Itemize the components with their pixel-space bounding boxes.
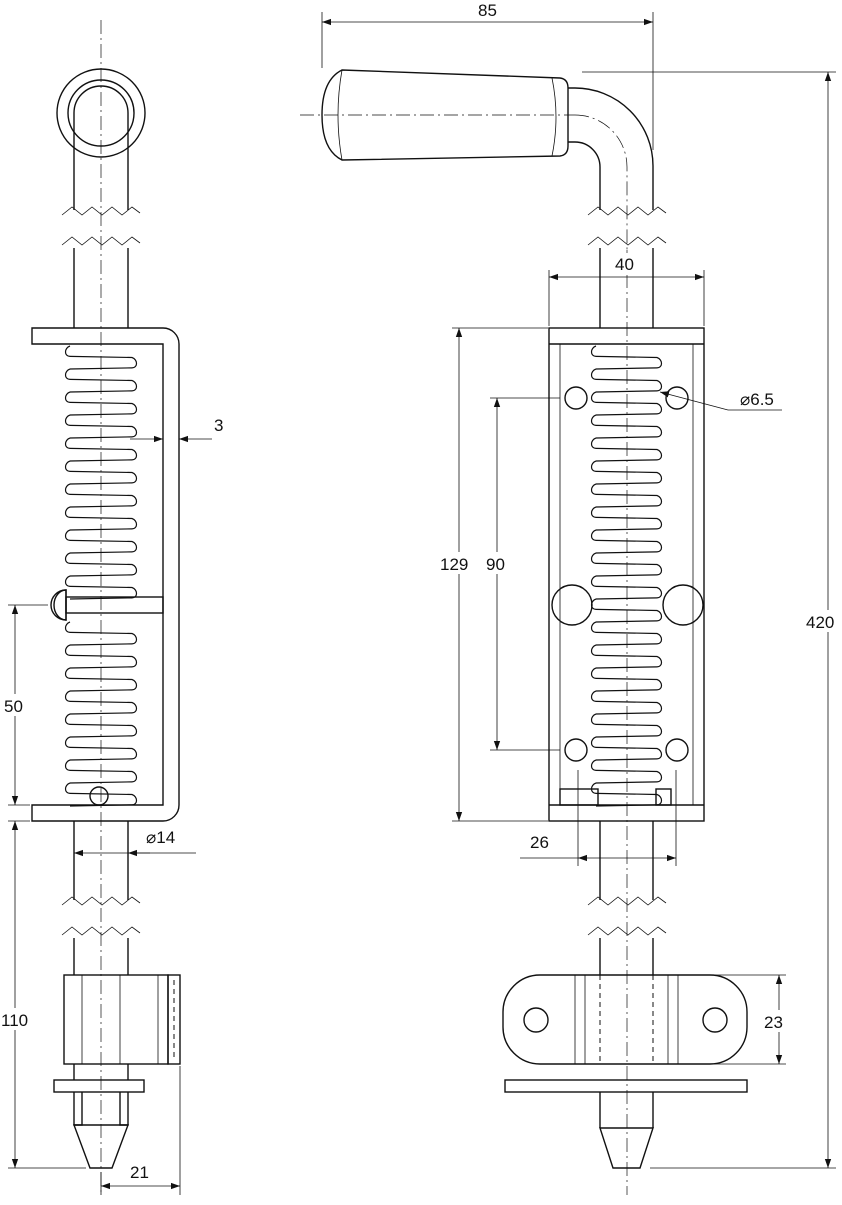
spring-coil — [64, 391, 138, 416]
keeper-front — [502, 974, 748, 1065]
dim-mount-width: 40 — [615, 255, 634, 274]
spring-coil — [590, 506, 663, 531]
rod-bend-inner — [568, 141, 601, 210]
dim-body-length: 129 — [440, 555, 468, 574]
lock-hole — [89, 786, 109, 806]
break-line — [587, 236, 667, 246]
break-line — [587, 926, 667, 936]
spring-coil — [590, 690, 663, 715]
spring-coil — [590, 345, 663, 370]
spring-coil — [64, 460, 138, 485]
spring-coil — [64, 690, 138, 715]
spring-coil — [590, 529, 663, 554]
dim-hole-diameter: ⌀6.5 — [740, 390, 774, 409]
spring-coil — [590, 437, 663, 462]
break-line — [61, 236, 141, 246]
mount-hole-top-right — [665, 386, 689, 410]
spring-coil — [590, 368, 663, 393]
spring-coil — [590, 483, 663, 508]
mount-hole-bottom-right — [665, 738, 689, 762]
break-line — [61, 926, 141, 936]
washer-side — [53, 1079, 145, 1093]
dim-handle-length: 85 — [478, 1, 497, 20]
spring-coil — [64, 713, 138, 738]
spring-coil — [64, 644, 138, 669]
spring-coil — [64, 345, 138, 370]
spring-coil — [590, 575, 663, 600]
keeper-side — [63, 974, 169, 1065]
dim-hole-spacing: 90 — [486, 555, 505, 574]
spring-coil — [64, 621, 138, 646]
handle-grip — [321, 69, 569, 161]
spring-side — [64, 345, 138, 807]
handle-ring-outer — [56, 68, 146, 158]
break-line — [61, 206, 141, 216]
spring-coil — [64, 506, 138, 531]
spring-coil — [590, 598, 663, 623]
side-bracket — [31, 327, 180, 822]
large-hole-left — [551, 584, 593, 626]
spring-coil — [590, 759, 663, 784]
spring-coil — [590, 460, 663, 485]
keeper-hole-left — [523, 1007, 549, 1033]
dim-pin-travel: 50 — [4, 697, 23, 716]
handle-grip-ferrule — [551, 77, 557, 157]
guide-block-left — [559, 788, 599, 806]
rod-top — [73, 85, 129, 210]
body-plate — [548, 327, 705, 822]
dim-keeper-length: 110 — [1, 1011, 28, 1030]
spring-coil — [64, 736, 138, 761]
keeper-plate-side — [167, 974, 181, 1065]
break-line — [587, 896, 667, 906]
spring-front — [590, 345, 663, 807]
spring-coil — [590, 713, 663, 738]
break-line — [587, 206, 667, 216]
spring-coil — [590, 736, 663, 761]
dim-keeper-height: 23 — [764, 1013, 783, 1032]
dim-guide-width: 26 — [530, 833, 549, 852]
spring-coil — [64, 552, 138, 577]
cross-pin-head — [50, 589, 67, 621]
large-hole-right — [662, 584, 704, 626]
keeper-hole-right — [702, 1007, 728, 1033]
base-plate — [504, 1079, 748, 1093]
dim-tip-offset: 21 — [130, 1163, 149, 1182]
spring-coil — [590, 552, 663, 577]
dim-pin-diameter: ⌀14 — [146, 828, 175, 847]
break-line — [61, 896, 141, 906]
spring-coil — [590, 414, 663, 439]
rod-bend-outer — [568, 87, 654, 210]
spring-coil — [590, 667, 663, 692]
handle-grip-end — [337, 69, 343, 161]
front-view: 85 40 ⌀6.5 129 90 420 26 — [300, 1, 841, 1195]
mount-hole-bottom-left — [564, 738, 588, 762]
spring-coil — [590, 782, 663, 807]
cross-pin-shaft — [65, 596, 164, 614]
side-view: 3 50 ⌀14 110 21 — [0, 20, 223, 1195]
spring-coil — [590, 644, 663, 669]
spring-coil — [64, 782, 138, 807]
mount-hole-top-left — [564, 386, 588, 410]
spring-coil — [64, 483, 138, 508]
handle-ring-inner — [67, 79, 135, 147]
spring-coil — [64, 529, 138, 554]
dim-plate-thickness: 3 — [214, 416, 223, 435]
rod-tip-front — [599, 1127, 654, 1169]
spring-coil — [64, 437, 138, 462]
spring-coil — [64, 759, 138, 784]
spring-coil — [64, 414, 138, 439]
spring-coil — [64, 368, 138, 393]
guide-block-right — [655, 788, 672, 806]
spring-coil — [590, 391, 663, 416]
rod-tip — [72, 1124, 130, 1169]
spring-coil — [64, 667, 138, 692]
spring-coil — [590, 621, 663, 646]
dim-total-length: 420 — [806, 613, 834, 632]
